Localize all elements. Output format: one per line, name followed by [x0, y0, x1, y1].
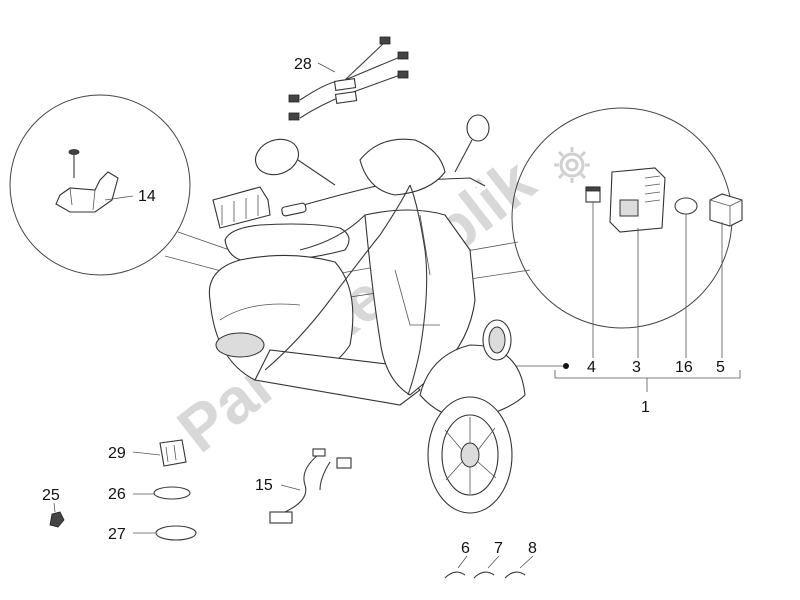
- callout-5: 5: [716, 359, 725, 376]
- callout-15: 15: [255, 477, 273, 494]
- callout-6: 6: [461, 540, 470, 557]
- nut-part-25: [49, 502, 65, 528]
- callout-7: 7: [494, 540, 503, 557]
- scooter-drawing: [208, 114, 526, 514]
- clamp-part-16: [674, 197, 698, 215]
- callout-4: 4: [587, 359, 596, 376]
- callout-8: 8: [528, 540, 537, 557]
- callout-14: 14: [138, 188, 156, 205]
- wiring-harness-part-28: [288, 36, 409, 121]
- callout-27: 27: [108, 526, 126, 543]
- control-unit-part-3: [609, 167, 666, 233]
- callout-1: 1: [641, 399, 650, 416]
- clip-part-6: [444, 555, 468, 579]
- clip-part-7: [473, 555, 500, 579]
- bolt-part: [68, 149, 80, 178]
- clip-part-8: [504, 555, 534, 579]
- callout-labels: 1 3 4 5 6 7 8 14 15 16 25 26 27 28 29: [42, 56, 725, 557]
- bracket-part-14: [55, 171, 119, 213]
- relay-part-5: [709, 193, 743, 227]
- clamp-part-27: [133, 525, 197, 541]
- callout-16: 16: [675, 359, 693, 376]
- fuse-part-4: [585, 186, 601, 203]
- callout-26: 26: [108, 486, 126, 503]
- callout-28: 28: [294, 56, 312, 73]
- gear-icon: [554, 147, 590, 183]
- callout-25: 25: [42, 487, 60, 504]
- clamp-part-26: [133, 486, 191, 500]
- callout-3: 3: [632, 359, 641, 376]
- clip-part-29: [132, 439, 187, 467]
- wiring-part-15: [269, 448, 352, 524]
- callout-29: 29: [108, 445, 126, 462]
